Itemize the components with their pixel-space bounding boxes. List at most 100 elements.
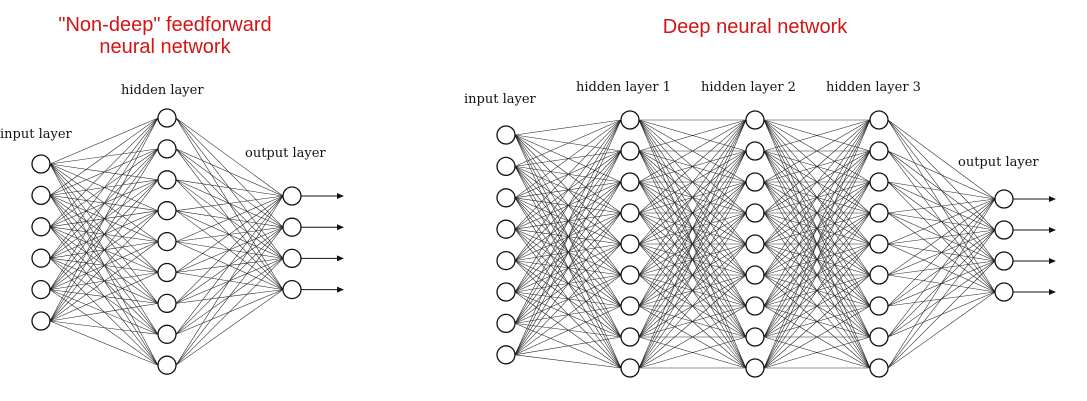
deep-layer-4-node-2 [994, 251, 1014, 271]
deep-edge-l3-n8-to-n0 [887, 198, 996, 369]
deep-edge-l2-n8-to-n6 [763, 305, 871, 369]
deep-layer-1-node-8 [620, 358, 640, 378]
deep-edge-l1-n8-to-n2 [638, 181, 747, 369]
deep-layer-3-node-5 [869, 265, 889, 285]
deep-layer-2-node-1 [745, 141, 765, 161]
shallow-network-diagram: input layer hidden layer output layer [0, 83, 344, 375]
deep-layer-2-node-8 [745, 358, 765, 378]
deep-edge-l3-n8-to-n2 [887, 260, 996, 369]
deep-edge-l3-n6-to-n0 [887, 198, 996, 307]
deep-layer-1-node-2 [620, 172, 640, 192]
deep-edge-l0-n7-to-n4 [514, 243, 622, 355]
shallow-edge-l0-n5-to-n4 [49, 241, 159, 322]
deep-edge-l0-n3-to-n0 [514, 119, 622, 230]
deep-edge-l1-n1-to-n0 [638, 119, 747, 152]
deep-layer-3-node-7 [869, 327, 889, 347]
deep-edge-l1-n8-to-n4 [638, 243, 747, 369]
shallow-output-arrowhead-2 [337, 255, 344, 262]
deep-layer-0-node-7 [496, 345, 516, 365]
shallow-layer-0-node-0 [31, 154, 51, 174]
deep-edge-l0-n1-to-n0 [514, 119, 622, 167]
deep-hidden-layer-3-label: hidden layer 3 [826, 80, 921, 95]
shallow-layer-2-node-2 [282, 248, 302, 269]
shallow-edge-l0-n5-to-n2 [49, 179, 159, 322]
deep-edge-l0-n6-to-n0 [514, 119, 622, 324]
deep-edge-l1-n8-to-n7 [638, 336, 747, 369]
deep-layer-1-node-1 [620, 141, 640, 161]
deep-edge-l3-n3-to-n0 [887, 198, 996, 214]
deep-edge-l0-n5-to-n0 [514, 119, 622, 293]
deep-layer-2-node-4 [745, 234, 765, 254]
shallow-layer-1-node-1 [157, 139, 177, 159]
deep-edge-l2-n8-to-n5 [763, 274, 871, 369]
deep-edge-l1-n8-to-n6 [638, 305, 747, 369]
shallow-network-nodes [31, 108, 302, 375]
deep-edge-l1-n3-to-n0 [638, 119, 747, 214]
deep-layer-4-node-1 [994, 220, 1014, 240]
shallow-edge-l0-n5-to-n1 [49, 148, 159, 322]
deep-hidden-layer-2-label: hidden layer 2 [701, 80, 796, 95]
deep-edge-l2-n7-to-n0 [763, 119, 871, 338]
shallow-layer-1-node-2 [157, 170, 177, 190]
deep-edge-l2-n4-to-n0 [763, 119, 871, 245]
shallow-layer-1-node-7 [157, 324, 177, 344]
deep-layer-1-node-7 [620, 327, 640, 347]
shallow-network-title: "Non-deep" feedforward neural network [20, 14, 310, 58]
shallow-edge-l1-n8-to-n2 [175, 258, 284, 366]
deep-edge-l1-n4-to-n0 [638, 119, 747, 245]
deep-layer-3-node-1 [869, 141, 889, 161]
deep-layer-0-node-4 [496, 250, 516, 271]
deep-layer-2-node-2 [745, 172, 765, 192]
shallow-edge-l0-n5-to-n5 [49, 272, 159, 322]
deep-edge-l2-n3-to-n0 [763, 119, 871, 214]
deep-layer-3-node-6 [869, 296, 889, 316]
deep-edge-l0-n7-to-n7 [514, 336, 622, 356]
deep-layer-1-node-0 [620, 110, 640, 130]
shallow-edge-l1-n8-to-n0 [175, 195, 284, 366]
shallow-layer-2-node-3 [282, 279, 302, 300]
deep-layer-3-node-4 [869, 234, 889, 254]
deep-edge-l1-n6-to-n0 [638, 119, 747, 307]
deep-layer-1-node-5 [620, 265, 640, 285]
deep-edge-l0-n7-to-n1 [514, 150, 622, 355]
deep-layer-2-node-0 [745, 110, 765, 130]
deep-edge-l1-n8-to-n1 [638, 150, 747, 369]
shallow-edge-l1-n3-to-n0 [175, 195, 284, 211]
shallow-edge-l0-n5-to-n7 [49, 320, 159, 335]
deep-edge-l2-n8-to-n3 [763, 212, 871, 369]
shallow-edge-l0-n5-to-n6 [49, 303, 159, 322]
shallow-network-title-line2: neural network [99, 36, 231, 58]
shallow-layer-0-node-4 [31, 279, 51, 300]
shallow-layer-0-node-5 [31, 311, 51, 331]
deep-edge-l0-n7-to-n6 [514, 305, 622, 356]
deep-edge-l0-n7-to-n5 [514, 274, 622, 356]
deep-layer-1-node-3 [620, 203, 640, 223]
shallow-edge-l1-n8-to-n1 [175, 227, 284, 366]
deep-layer-3-node-0 [869, 110, 889, 130]
shallow-edge-l1-n2-to-n0 [175, 179, 284, 197]
deep-edge-l2-n6-to-n0 [763, 119, 871, 307]
deep-layer-4-node-3 [994, 282, 1014, 302]
shallow-edge-l0-n5-to-n8 [49, 320, 159, 366]
deep-edge-l3-n0-to-n0 [887, 119, 996, 200]
shallow-edge-l1-n1-to-n0 [175, 148, 284, 197]
deep-layer-0-node-0 [496, 125, 516, 145]
deep-layer-3-node-8 [869, 358, 889, 378]
shallow-input-layer-label: input layer [0, 127, 73, 142]
deep-edge-l0-n7-to-n0 [514, 119, 622, 355]
deep-edge-l3-n4-to-n0 [887, 198, 996, 245]
shallow-layer-1-node-8 [157, 355, 177, 375]
deep-layer-4-node-0 [994, 189, 1014, 209]
shallow-edge-l0-n4-to-n0 [49, 117, 159, 290]
shallow-layer-1-node-5 [157, 262, 177, 283]
deep-layer-0-node-6 [496, 313, 516, 334]
deep-edge-l1-n5-to-n0 [638, 119, 747, 276]
deep-layer-2-node-5 [745, 265, 765, 285]
deep-edge-l1-n2-to-n0 [638, 119, 747, 183]
deep-layer-0-node-2 [496, 188, 516, 208]
deep-edge-l3-n1-to-n0 [887, 150, 996, 200]
deep-hidden-layer-1-label: hidden layer 1 [576, 80, 671, 95]
shallow-layer-2-node-1 [282, 217, 302, 237]
deep-output-arrowhead-2 [1049, 258, 1056, 264]
